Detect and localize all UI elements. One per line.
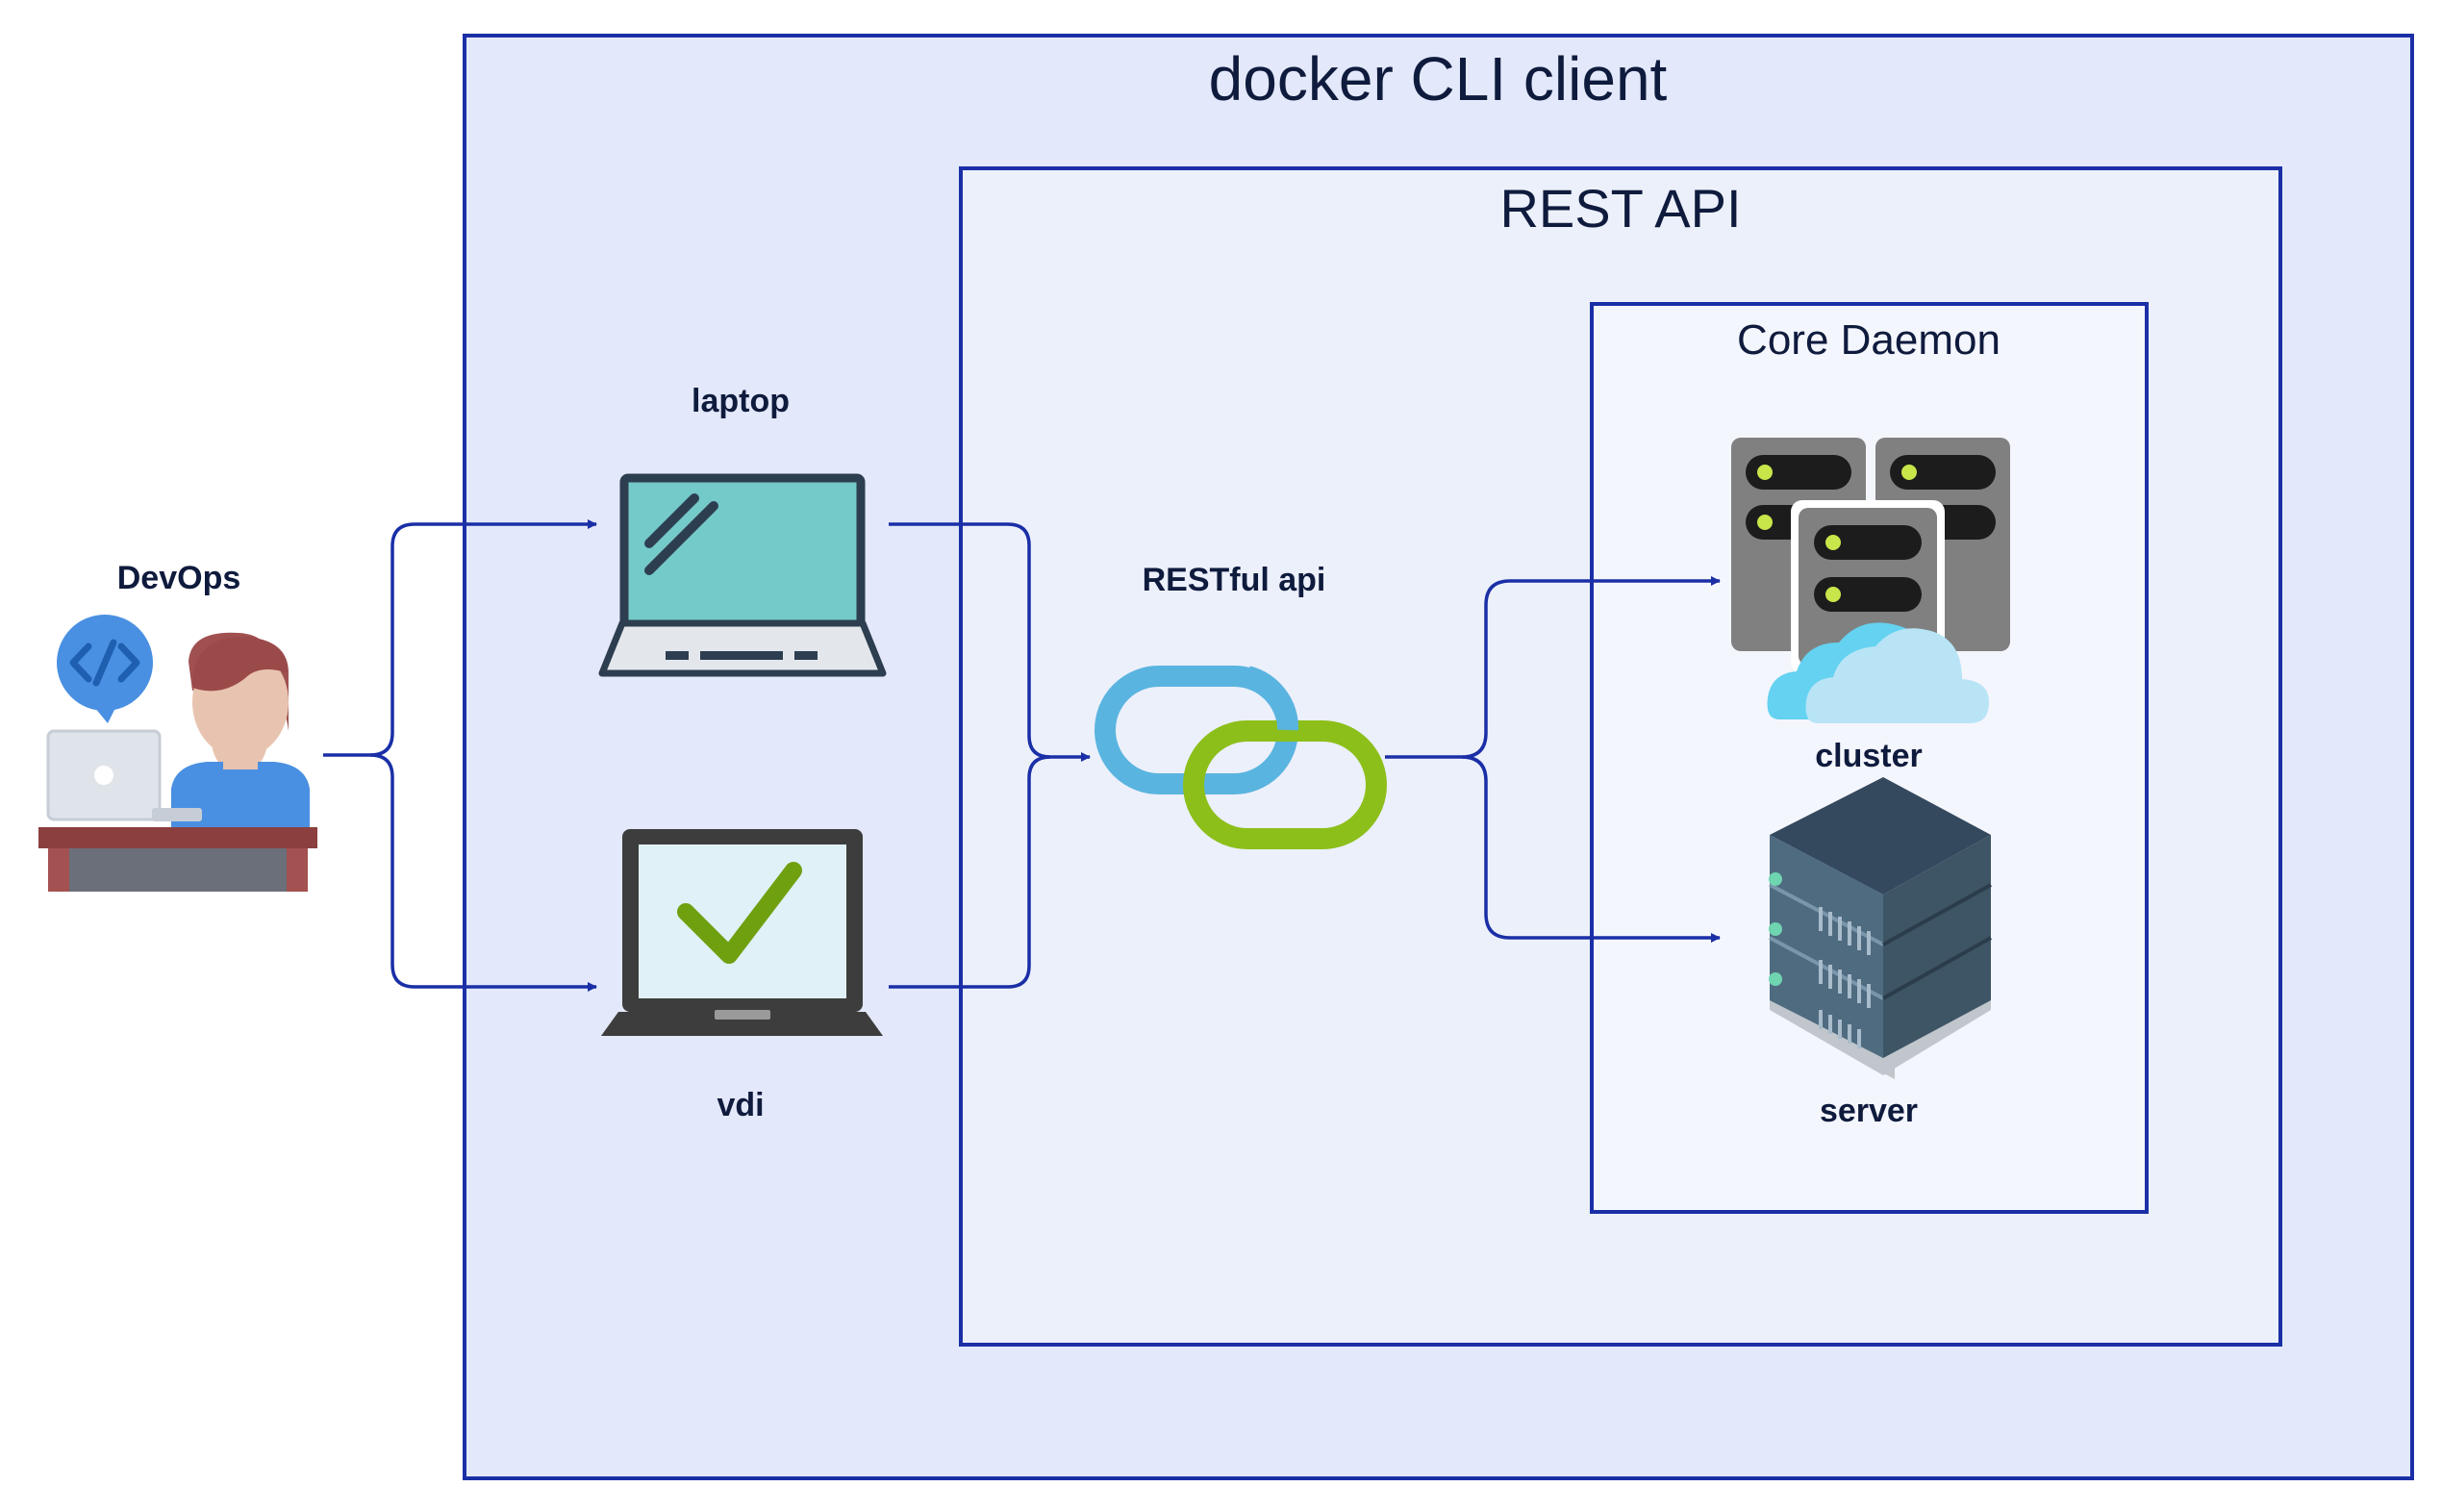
devops-label: DevOps: [117, 560, 241, 596]
server-label: server: [1820, 1093, 1918, 1129]
chain-link-icon: [1095, 666, 1387, 849]
edge-vdi-restful: [889, 755, 1051, 989]
vdi-label: vdi: [717, 1087, 764, 1123]
rest-api-title: REST API: [1499, 178, 1741, 239]
server-rack-icon: [1769, 777, 1992, 1079]
cluster-label: cluster: [1815, 738, 1923, 774]
laptop-node: laptop: [598, 383, 887, 677]
developer-at-desk-icon: [38, 615, 317, 892]
server-cluster-cloud-icon: [1731, 438, 2010, 723]
cluster-node: cluster: [1731, 438, 2010, 774]
edge-devops-vdi: [369, 753, 597, 992]
edge-devops-laptop: [323, 519, 597, 757]
restful-api-label: RESTful api: [1143, 562, 1326, 598]
client-title: docker CLI client: [1209, 44, 1668, 113]
devops-node: DevOps: [38, 560, 317, 892]
vdi-node: vdi: [601, 829, 883, 1123]
core-daemon-title: Core Daemon: [1737, 316, 2001, 364]
vdi-checkmark-laptop-icon: [601, 829, 883, 1036]
laptop-label: laptop: [692, 383, 790, 419]
edge-laptop-restful: [889, 522, 1091, 762]
server-node: server: [1769, 777, 1992, 1129]
edge-restful-server: [1461, 755, 1721, 943]
restful-api-node: RESTful api: [1095, 562, 1387, 849]
laptop-icon: [598, 473, 887, 677]
edge-restful-cluster: [1385, 576, 1721, 759]
connectors: [323, 519, 1721, 992]
